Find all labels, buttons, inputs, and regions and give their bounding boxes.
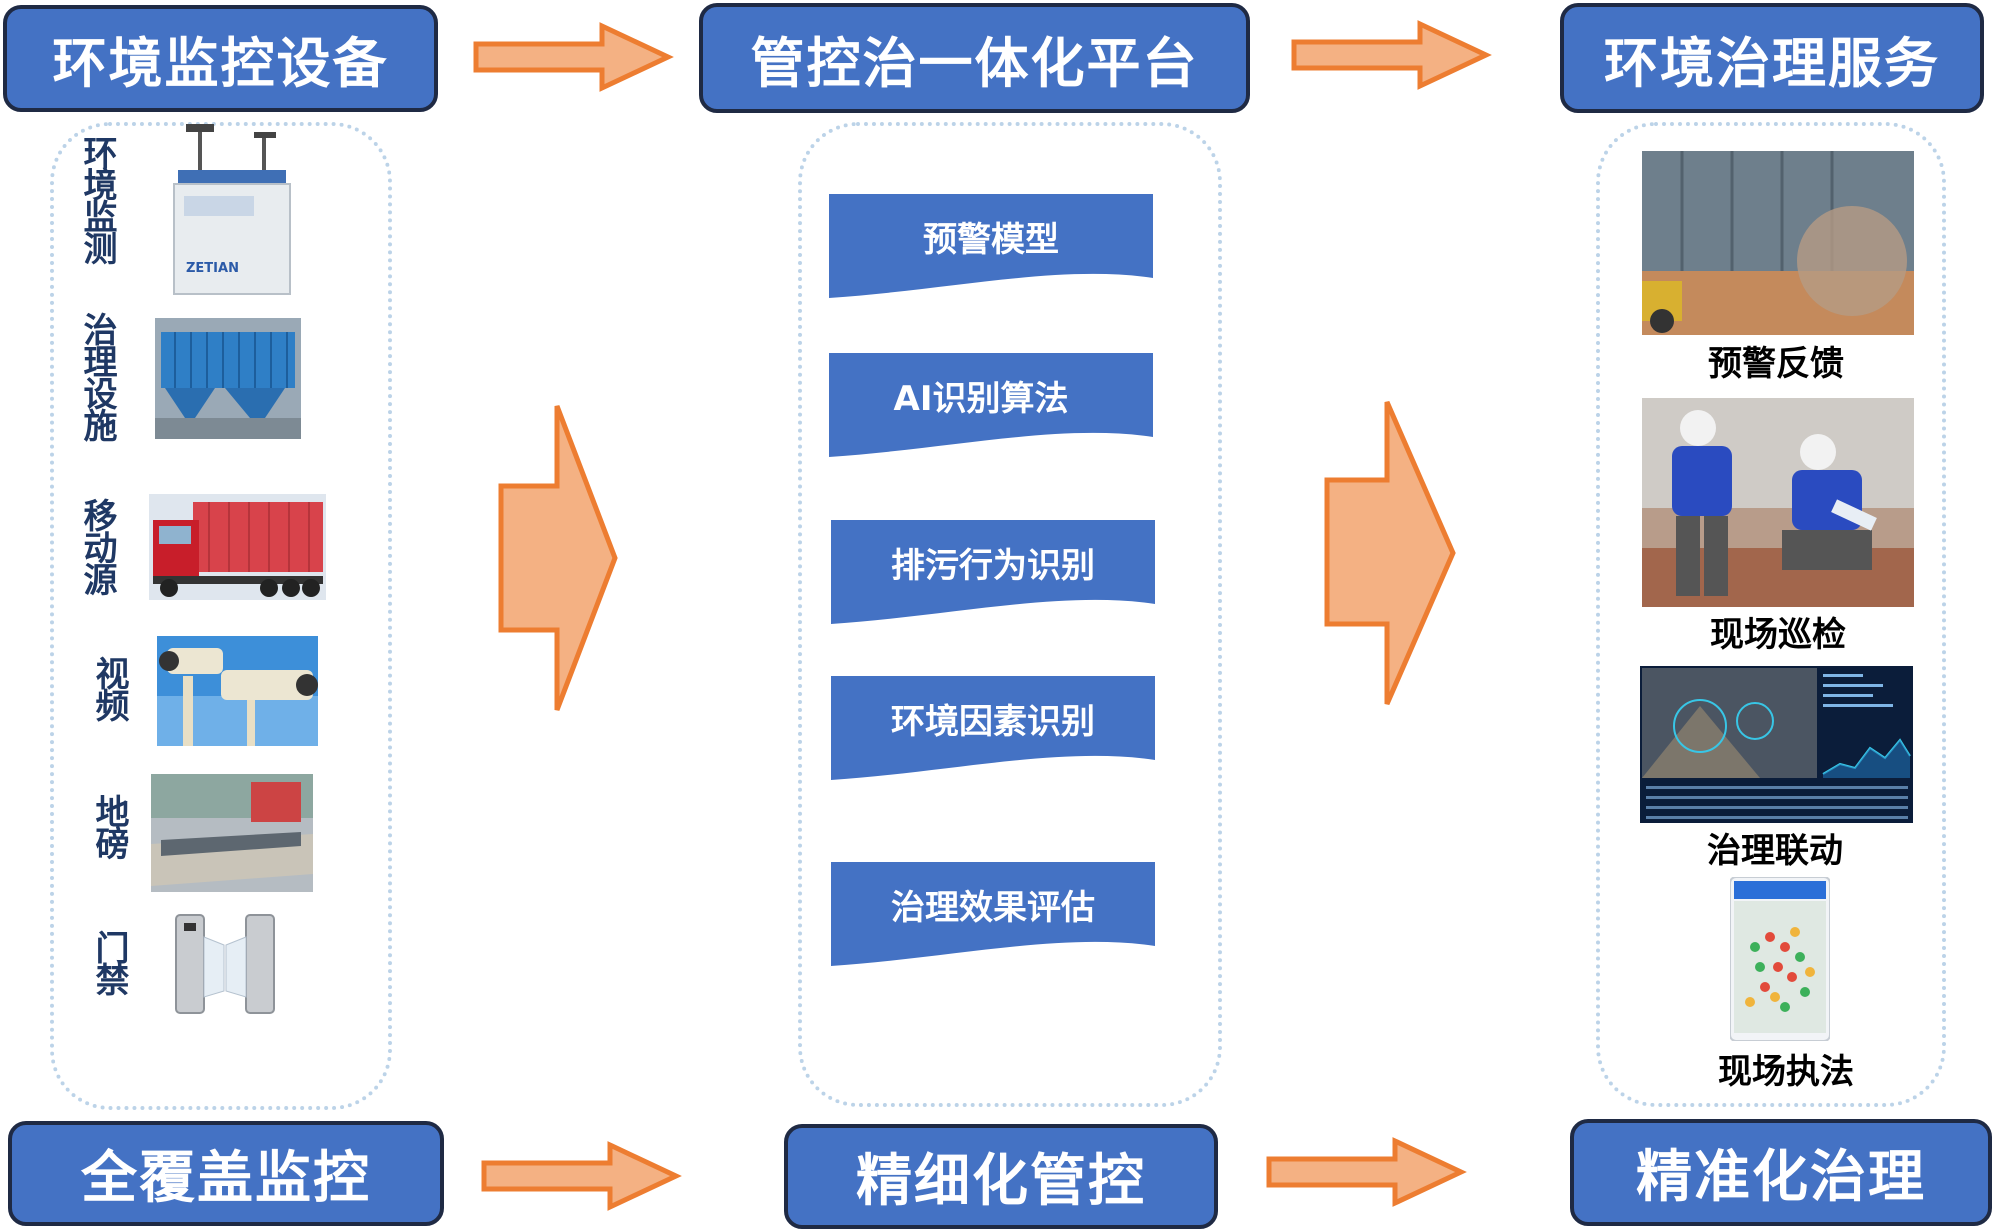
- header-services: 环境治理服务: [1560, 3, 1984, 113]
- footer-precise-governance: 精准化治理: [1570, 1119, 1992, 1226]
- arrow-right-small-icon: [1291, 20, 1492, 90]
- footer-full-coverage: 全覆盖监控: [8, 1121, 444, 1226]
- device-label-scale: 地磅: [89, 794, 129, 858]
- footer-fine-control: 精细化管控: [784, 1124, 1218, 1229]
- header-monitoring-devices: 环境监控设备: [3, 5, 438, 112]
- device-label-monitoring: 环境监测: [77, 135, 117, 263]
- header-label: 环境监控设备: [52, 32, 389, 95]
- service-caption: 现场巡检: [1710, 615, 1846, 655]
- device-label-video: 视频: [89, 656, 129, 720]
- platform-item: 环境因素识别: [831, 676, 1155, 788]
- device-label-mobile: 移动源: [77, 498, 117, 594]
- banner-shape: [829, 353, 1153, 457]
- device-label-gate: 门禁: [89, 930, 129, 994]
- platform-item-label: 治理效果评估: [891, 888, 1095, 928]
- device-label-treatment: 治理设施: [77, 312, 117, 440]
- site-inspection-image: [1642, 398, 1914, 607]
- access-gate-image: [170, 907, 280, 1017]
- service-caption: 治理联动: [1707, 831, 1843, 871]
- banner-shape: [829, 194, 1153, 298]
- header-label: 管控治一体化平台: [750, 31, 1199, 95]
- site-enforcement-app-image: [1730, 877, 1830, 1041]
- banner-shape: [831, 676, 1155, 780]
- warning-feedback-image: [1642, 151, 1914, 335]
- monitoring-station-image: ZETIAN: [173, 124, 291, 295]
- service-caption: 现场执法: [1718, 1052, 1854, 1092]
- treatment-linkage-dashboard-image: [1640, 666, 1913, 823]
- footer-label: 全覆盖监控: [81, 1146, 371, 1211]
- mobile-source-truck-image: [149, 494, 326, 600]
- arrow-right-small-icon: [473, 22, 674, 92]
- platform-item-label: 预警模型: [923, 220, 1059, 260]
- devices-panel: [50, 122, 392, 1110]
- banner-shape: [831, 520, 1155, 624]
- platform-item: 排污行为识别: [831, 520, 1155, 632]
- platform-item-label: 环境因素识别: [891, 702, 1095, 742]
- platform-item: 预警模型: [829, 194, 1153, 306]
- banner-shape: [831, 862, 1155, 966]
- footer-label: 精准化治理: [1636, 1145, 1926, 1210]
- arrow-right-small-icon: [1266, 1137, 1467, 1207]
- platform-item-label: AI识别算法: [893, 379, 1069, 419]
- treatment-facility-image: [155, 318, 301, 439]
- arrow-right-large-icon: [1324, 400, 1456, 706]
- platform-item: 治理效果评估: [831, 862, 1155, 974]
- arrow-right-small-icon: [481, 1141, 682, 1211]
- platform-panel: [798, 122, 1222, 1107]
- weighbridge-image: [151, 774, 313, 892]
- footer-label: 精细化管控: [856, 1149, 1146, 1214]
- arrow-right-large-icon: [498, 405, 618, 711]
- header-label: 环境治理服务: [1604, 31, 1940, 95]
- platform-item-label: 排污行为识别: [891, 546, 1095, 586]
- platform-item: AI识别算法: [829, 353, 1153, 465]
- header-platform: 管控治一体化平台: [699, 3, 1250, 113]
- services-panel: [1596, 122, 1946, 1107]
- station-brand: ZETIAN: [186, 261, 239, 276]
- video-camera-image: [157, 636, 318, 746]
- service-caption: 预警反馈: [1708, 344, 1844, 384]
